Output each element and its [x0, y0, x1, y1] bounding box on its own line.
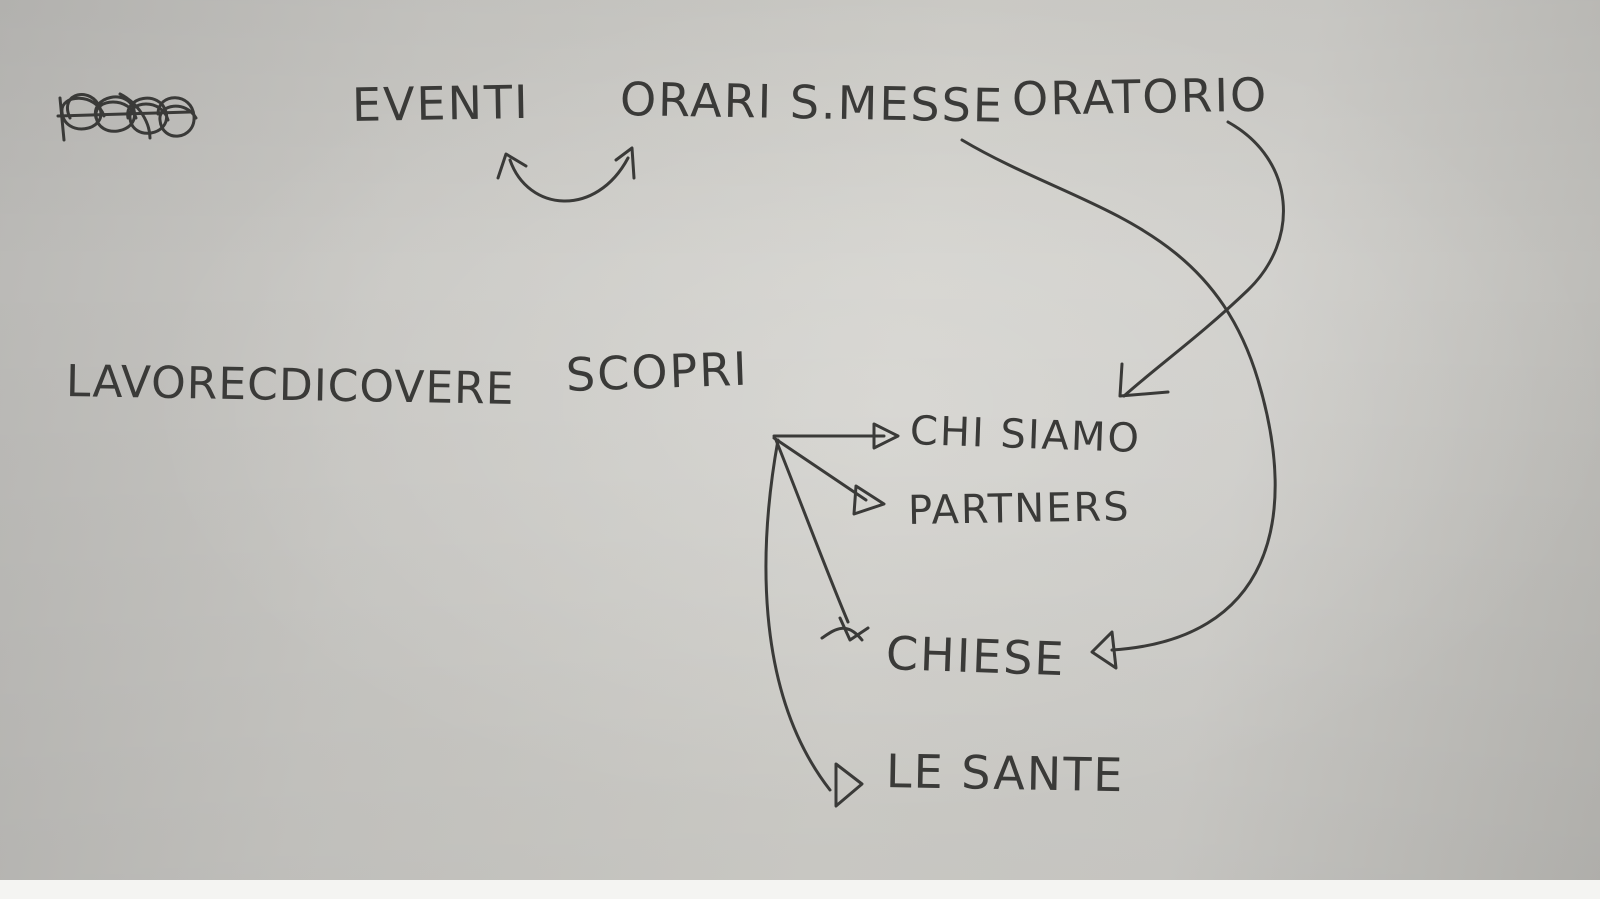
connector-oratorio-to-chi-siamo: [1118, 120, 1285, 398]
connector-orari-to-chiese: [960, 138, 1277, 670]
scopri-submenu-arrows: [764, 422, 900, 808]
swap-arrow: [496, 146, 636, 203]
scribbled-out-icon: [56, 92, 198, 142]
photo-bottom-edge: [0, 880, 1600, 899]
